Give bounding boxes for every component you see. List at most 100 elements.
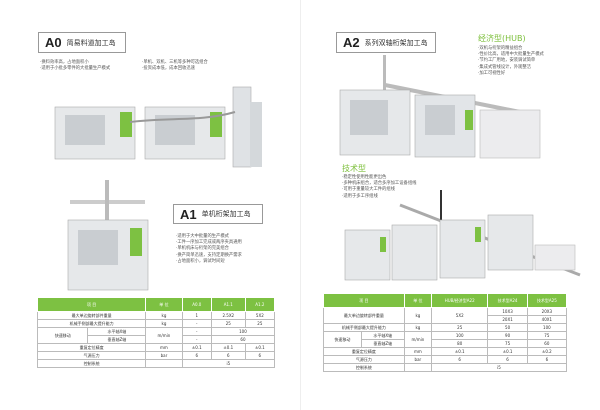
a1-name: 单机桁架加工岛 bbox=[201, 210, 251, 218]
bullet: ·可用于重量较大工件的组线 bbox=[342, 187, 395, 193]
cell: m/min bbox=[403, 331, 432, 348]
cell: 60 bbox=[526, 339, 568, 348]
cell: 控制系统 bbox=[323, 363, 405, 372]
cell: bar bbox=[403, 355, 432, 364]
a2-code: A2 bbox=[343, 35, 360, 50]
cell: 5X2 bbox=[430, 307, 489, 324]
page-fold bbox=[300, 0, 301, 410]
a0-title: A0 简易料道加工岛 bbox=[38, 32, 126, 53]
cell: kg bbox=[145, 319, 183, 328]
cell: ±0.1 bbox=[181, 343, 212, 352]
cell: mm bbox=[403, 347, 432, 356]
bullet: ·投资成本低，成本回收迅速 bbox=[142, 66, 195, 72]
cell: 100 bbox=[430, 331, 489, 340]
cell: 40X1 bbox=[526, 315, 568, 324]
cell: 100 bbox=[526, 323, 568, 332]
cell: 垂直轴Z轴 bbox=[87, 335, 147, 344]
cell: ±0.2 bbox=[526, 347, 568, 356]
cell: 6 bbox=[526, 355, 568, 364]
bullet: ·单机机床与桁架的完美组合 bbox=[176, 246, 229, 252]
cell: 6 bbox=[244, 351, 276, 360]
cell: 6 bbox=[430, 355, 489, 364]
a1-code: A1 bbox=[180, 206, 197, 222]
cell: ±0.1 bbox=[210, 343, 246, 352]
bullet: ·集成式管线设计，外观整洁 bbox=[478, 64, 531, 70]
cell: 重复定位精度 bbox=[323, 347, 405, 356]
table-row: 控制系统 i5 bbox=[36, 359, 276, 368]
cell: bar bbox=[145, 351, 183, 360]
cell: i5 bbox=[430, 363, 568, 372]
cell: kg bbox=[145, 311, 183, 320]
cell bbox=[403, 363, 432, 372]
cell bbox=[145, 359, 183, 368]
cell: 气源压力 bbox=[323, 355, 405, 364]
cell: 机械手侧部最大提升能力 bbox=[323, 323, 405, 332]
cell: 100 bbox=[210, 327, 276, 336]
bullet: ·适用于小批多零件的大批量生产模式 bbox=[40, 66, 111, 72]
bullet: ·适用于多工序组线 bbox=[342, 193, 378, 199]
cell: 80 bbox=[430, 339, 489, 348]
bullet: ·工件一序加工完成或两序夹具通用 bbox=[176, 240, 242, 246]
tech-title: 技术型 bbox=[342, 164, 366, 173]
th: HUB/经济型A22 bbox=[430, 293, 489, 308]
cell: 25 bbox=[210, 319, 246, 328]
cell: 气源压力 bbox=[36, 351, 147, 360]
bullet: ·性价比高，适用中大批量生产模式 bbox=[478, 52, 544, 58]
bullet: ·换料效率高，占地面积小 bbox=[40, 60, 89, 65]
cell: m/min bbox=[145, 327, 183, 344]
cell: 2.5X2 bbox=[210, 311, 246, 320]
cell: mm bbox=[145, 343, 183, 352]
cell: 75 bbox=[526, 331, 568, 340]
th: 单 位 bbox=[403, 293, 432, 308]
cell: 5X2 bbox=[244, 311, 276, 320]
cell: ±0.1 bbox=[487, 347, 528, 356]
cell: 50 bbox=[487, 323, 528, 332]
bullet: ·多种机床组合，适合多序加工设备组线 bbox=[342, 181, 417, 187]
a0-bullets-left: ·换料效率高，占地面积小 ·适用于小批多零件的大批量生产模式 bbox=[40, 60, 110, 72]
cell: 最大单边旋转部件重量 bbox=[323, 307, 405, 324]
cell: 快速移动 bbox=[323, 331, 362, 348]
a0-bullets-right: ·单机、双机、三机等多种可选组合 ·投资成本低，成本回收迅速 bbox=[142, 60, 208, 72]
a2-tech-machine-image bbox=[344, 190, 581, 281]
tech-bullets: ·稳定性使用性能更出色 ·多种机床组合，适合多序加工设备组线 ·可用于重量较大工… bbox=[342, 175, 416, 200]
table-row: 控制系统 i5 bbox=[323, 363, 568, 372]
th: 单 位 bbox=[145, 297, 183, 312]
cell: 75 bbox=[487, 339, 528, 348]
cell: ±0.1 bbox=[430, 347, 489, 356]
th: 技术型A24 bbox=[487, 293, 528, 308]
a1-bullets: ·适用于大中批量的生产模式 ·工件一序加工完成或两序夹具通用 ·单机机床与桁架的… bbox=[176, 234, 242, 265]
cell: i5 bbox=[181, 359, 276, 368]
bullet: ·稳定性使用性能更出色 bbox=[342, 175, 387, 180]
bullet: ·加工可视性好 bbox=[478, 70, 506, 76]
cell: 6 bbox=[181, 351, 212, 360]
cell: 控制系统 bbox=[36, 359, 147, 368]
hub-title: 经济型(HUB) bbox=[478, 34, 526, 43]
cell: 1 bbox=[181, 311, 212, 320]
cell: 快速移动 bbox=[36, 327, 89, 344]
cell: 最大单边旋转部件重量 bbox=[36, 311, 147, 320]
a1-title: A1 单机桁架加工岛 bbox=[173, 204, 263, 224]
hub-bullets: ·双机与桁架的精益组合 ·性价比高，适用中大批量生产模式 ·节约工厂用地，安装调… bbox=[478, 46, 544, 77]
cell: 6 bbox=[487, 355, 528, 364]
cell: - bbox=[181, 319, 212, 328]
cell: 20X1 bbox=[487, 315, 528, 324]
cell: 25 bbox=[430, 323, 489, 332]
cell: 10X3 bbox=[487, 307, 528, 316]
cell: - bbox=[181, 335, 212, 344]
bullet: ·占地面积小，调试时间短 bbox=[176, 258, 225, 264]
cell: 60 bbox=[210, 335, 276, 344]
th: A1.2 bbox=[244, 297, 276, 312]
bullet: ·节约工厂用地，安装调试简单 bbox=[478, 58, 536, 64]
